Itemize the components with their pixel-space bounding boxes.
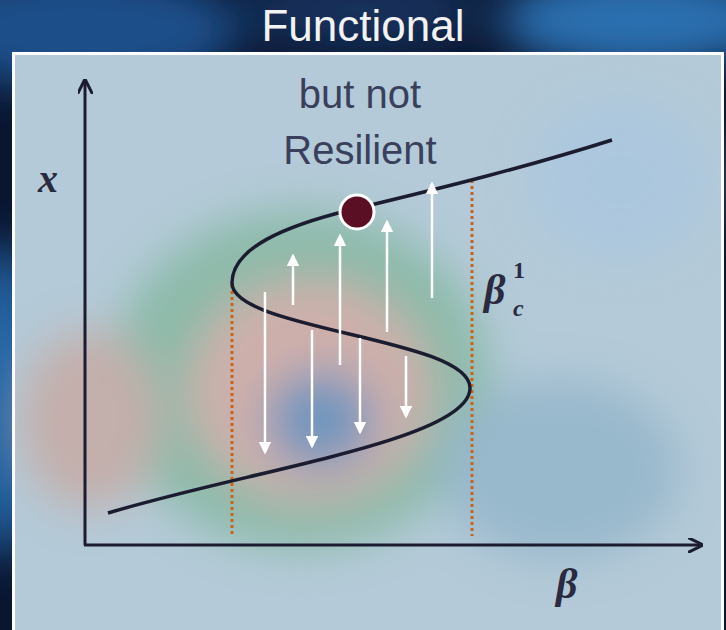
panel-ground	[12, 52, 724, 630]
critical-line	[231, 285, 234, 536]
critical-superscript: 1	[513, 256, 525, 284]
down-arrow	[359, 338, 362, 432]
coral-center	[265, 370, 375, 470]
state-dot	[340, 195, 374, 229]
up-arrow	[292, 256, 295, 305]
coral-side	[530, 100, 710, 260]
x-axis	[84, 544, 700, 547]
x-axis-label: β	[556, 560, 578, 608]
up-arrow	[339, 236, 342, 365]
down-arrow	[264, 292, 267, 452]
flow-arrows	[265, 184, 432, 452]
up-arrow	[431, 184, 434, 298]
down-arrow	[311, 330, 314, 446]
down-arrow	[405, 356, 408, 416]
panel-border	[14, 54, 723, 630]
coral-side	[440, 380, 680, 560]
state-note: but not Resilient	[250, 66, 470, 178]
up-arrow	[386, 222, 389, 332]
critical-line	[471, 180, 474, 536]
s-curve	[108, 140, 612, 513]
panel-title: Functional	[0, 0, 726, 52]
coral-side	[20, 330, 160, 510]
critical-point-label: β	[484, 266, 506, 314]
coral-pink	[190, 280, 430, 500]
critical-subscript: c	[513, 294, 524, 322]
y-axis	[84, 82, 87, 545]
y-axis-label: x	[38, 156, 58, 202]
